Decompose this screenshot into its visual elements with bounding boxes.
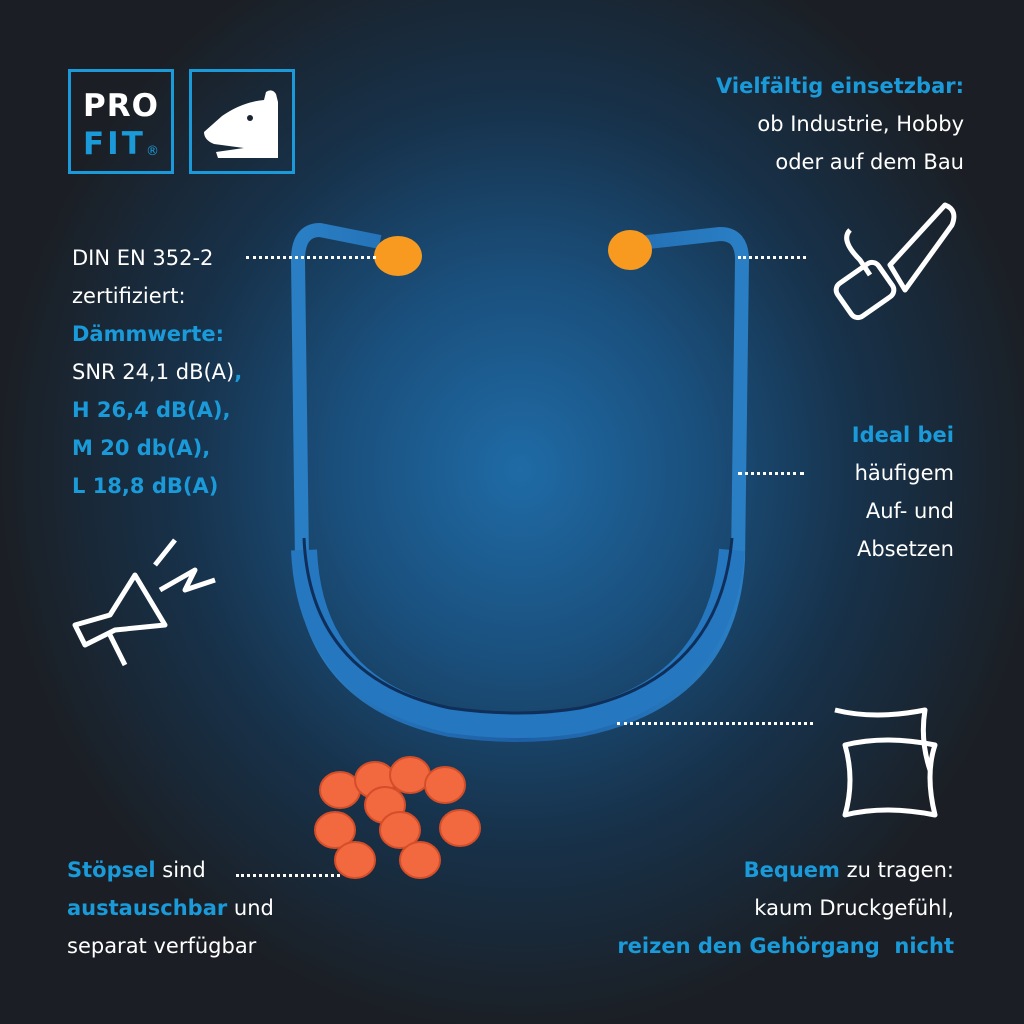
text-comma: , bbox=[234, 360, 243, 384]
text-line: oder auf dem Bau bbox=[775, 150, 964, 174]
text-sind: sind bbox=[155, 858, 206, 882]
text-line: separat verfügbar bbox=[67, 934, 257, 958]
text-line: Ideal bei bbox=[851, 423, 954, 447]
text-line: Auf- und bbox=[865, 499, 954, 523]
text-line: H 26,4 dB(A), bbox=[72, 398, 231, 422]
megaphone-icon bbox=[72, 538, 216, 667]
logo-reg: ® bbox=[146, 144, 159, 159]
text-snr: SNR 24,1 dB(A) bbox=[72, 360, 235, 384]
spare-earplugs-image bbox=[314, 756, 481, 879]
text-line: kaum Druckgefühl, bbox=[754, 896, 954, 920]
pillow-icon bbox=[834, 707, 938, 818]
ideal-text: Ideal bei häufigem Auf- und Absetzen bbox=[852, 416, 954, 568]
chainsaw-icon bbox=[833, 202, 957, 321]
text-austauschbar: austauschbar bbox=[67, 896, 228, 920]
certification-text: DIN EN 352-2 zertifiziert: Dämmwerte: SN… bbox=[72, 239, 242, 505]
text-line: zertifiziert: bbox=[72, 284, 186, 308]
text-line: L 18,8 dB(A) bbox=[72, 474, 219, 498]
text-line: ob Industrie, Hobby bbox=[757, 112, 964, 136]
versatile-text: Vielfältig einsetzbar: ob Industrie, Hob… bbox=[716, 67, 964, 181]
logo-pro: PRO bbox=[83, 88, 159, 124]
headband-earplugs-image bbox=[291, 223, 749, 742]
text-zu-tragen: zu tragen: bbox=[839, 858, 954, 882]
leader-vielfaeltig bbox=[738, 256, 806, 259]
text-bequem: Bequem bbox=[743, 858, 840, 882]
leader-stoepsel bbox=[236, 874, 340, 877]
leader-din bbox=[246, 256, 376, 259]
leader-bequem bbox=[617, 722, 813, 725]
comfort-text: Bequem zu tragen: kaum Druckgefühl, reiz… bbox=[617, 851, 954, 965]
text-line: reizen den Gehörgang nicht bbox=[617, 934, 954, 958]
profit-logo: PRO FIT ® bbox=[68, 69, 174, 174]
logo-fit: FIT bbox=[83, 126, 146, 162]
text-line: Vielfältig einsetzbar: bbox=[716, 74, 964, 98]
text-line: M 20 db(A), bbox=[72, 436, 211, 460]
text-und: und bbox=[227, 896, 274, 920]
text-line: Absetzen bbox=[856, 537, 954, 561]
bear-logo bbox=[189, 69, 295, 174]
leader-ideal bbox=[738, 472, 804, 475]
text-line: DIN EN 352-2 bbox=[72, 246, 214, 270]
plugs-text: Stöpsel sind austauschbar und separat ve… bbox=[67, 851, 274, 965]
text-stoepsel: Stöpsel bbox=[67, 858, 156, 882]
text-line: Dämmwerte: bbox=[72, 322, 225, 346]
text-line: häufigem bbox=[854, 461, 954, 485]
